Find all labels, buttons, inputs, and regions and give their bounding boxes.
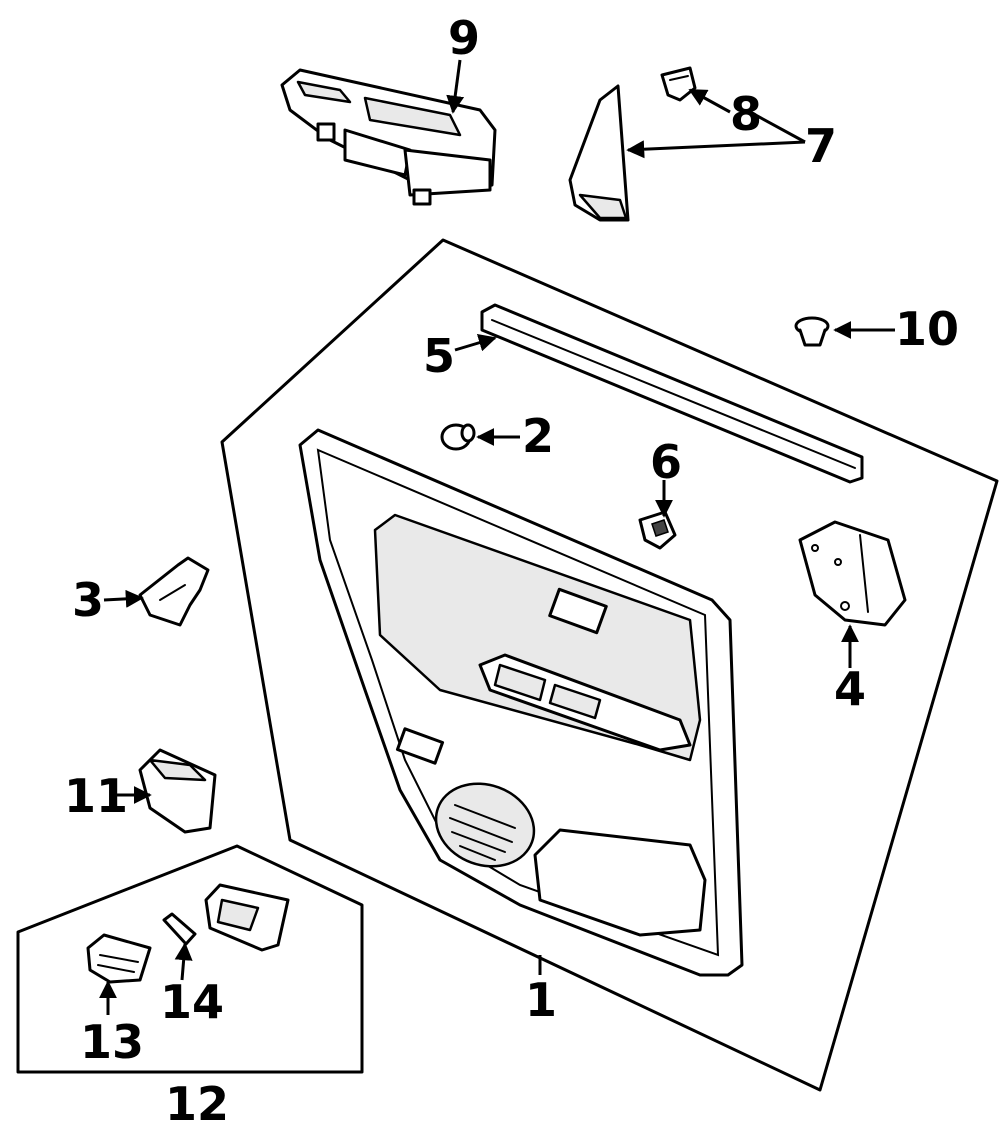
- callout-3: 3: [72, 573, 104, 627]
- part-6-clip[interactable]: [638, 510, 677, 550]
- callout-1: 1: [525, 973, 557, 1027]
- part-12-switch-housing[interactable]: [204, 883, 290, 952]
- part-13-lens[interactable]: [86, 933, 152, 984]
- part-3-bracket[interactable]: [138, 556, 210, 627]
- part-7-sail-trim[interactable]: [568, 84, 630, 222]
- callout-2: 2: [522, 409, 554, 463]
- callout-13: 13: [80, 1015, 144, 1069]
- part-5-weatherstrip[interactable]: [480, 303, 864, 484]
- part-10-push-pin[interactable]: [794, 316, 830, 347]
- part-14-bulb[interactable]: [162, 912, 197, 946]
- part-11-receptacle[interactable]: [138, 748, 217, 834]
- callout-8: 8: [730, 87, 762, 141]
- speaker-grille-lines: [449, 804, 516, 861]
- callout-11: 11: [64, 769, 128, 823]
- part-4-pull-cup[interactable]: [798, 520, 907, 627]
- part-8-clip[interactable]: [660, 66, 697, 102]
- assembly-1-boundary: [220, 238, 999, 1092]
- callout-5: 5: [423, 329, 455, 383]
- assembly-12-boundary: [16, 844, 364, 1074]
- callout-4: 4: [834, 662, 866, 716]
- callout-10: 10: [895, 302, 959, 356]
- part-1-door-trim-panel[interactable]: [298, 428, 744, 977]
- callout-9: 9: [448, 11, 480, 65]
- callout-14: 14: [160, 975, 224, 1029]
- part-2-retainer[interactable]: [440, 423, 476, 451]
- part-9-switch-bezel[interactable]: [280, 68, 497, 206]
- callout-12: 12: [165, 1077, 229, 1131]
- callout-6: 6: [650, 435, 682, 489]
- callout-7: 7: [805, 119, 837, 173]
- leader-lines: [99, 59, 895, 1015]
